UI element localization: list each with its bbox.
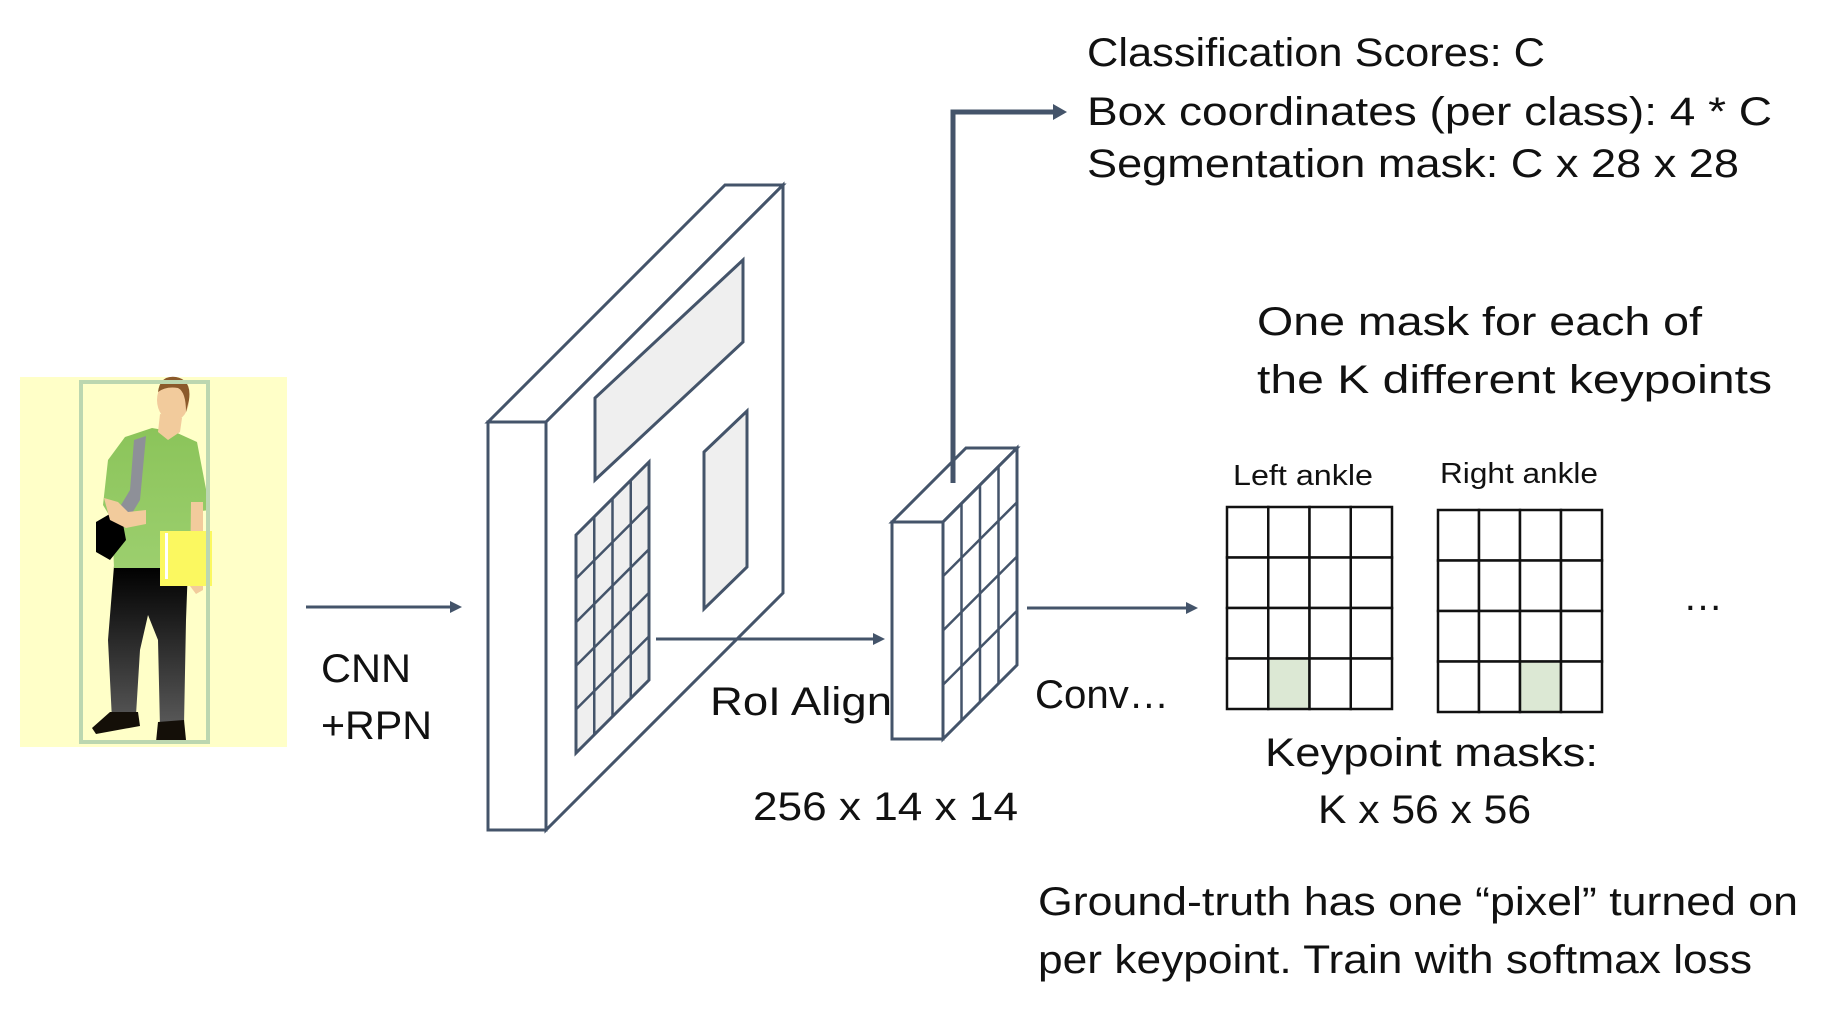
keypoint-cell [1225, 556, 1270, 610]
keypoint-cell [1308, 657, 1352, 711]
conv-label: Conv… [1035, 673, 1169, 717]
keypoint-masks-size: K x 56 x 56 [1318, 788, 1531, 832]
keypoint-cell [1308, 606, 1352, 660]
ground-truth-note-line2: per keypoint. Train with softmax loss [1038, 938, 1752, 982]
left-arm [104, 498, 146, 528]
roi-grid-row-line [575, 635, 650, 711]
person-illustration [92, 376, 212, 742]
arrow-roi-align [656, 633, 885, 645]
yellow-folder [160, 531, 212, 586]
roi-grid [574, 458, 651, 757]
arrow-to-box-heads [950, 104, 1067, 483]
keypoint-cell [1559, 609, 1604, 663]
roi-block-row-line [942, 609, 1018, 686]
right-shoe [156, 720, 186, 742]
keypoint-cell [1267, 505, 1311, 559]
keypoint-cell [1559, 559, 1604, 613]
feature-map-front-face [486, 420, 548, 832]
pants [108, 566, 188, 728]
keypoint-cell [1477, 508, 1522, 562]
keypoint-mask-left-ankle [1225, 505, 1394, 711]
keypoint-cell [1349, 505, 1394, 559]
arrow-to-backbone [306, 601, 462, 613]
keypoint-cell [1559, 660, 1604, 714]
region-proposal-2 [702, 407, 749, 613]
output-box-coordinates: Box coordinates (per class): 4 * C [1087, 90, 1772, 134]
left-ankle-label: Left ankle [1233, 460, 1373, 492]
keypoint-cell [1308, 505, 1352, 559]
keypoint-cell [1436, 609, 1481, 663]
feature-map-block [484, 181, 787, 834]
roi-grid-row-line [575, 504, 650, 580]
right-ankle-label: Right ankle [1440, 458, 1598, 490]
keypoint-cell [1518, 559, 1563, 613]
keypoint-masks-label: Keypoint masks: [1265, 731, 1598, 775]
keypoint-cell [1267, 556, 1311, 610]
keypoint-cell [1518, 508, 1563, 562]
left-shoe [92, 712, 140, 734]
neck [158, 414, 182, 440]
keypoint-cell [1225, 505, 1270, 559]
box-head-outputs: Classification Scores: C Box coordinates… [1087, 31, 1772, 186]
hair [158, 376, 190, 412]
keypoint-cell [1267, 606, 1311, 660]
input-image [20, 376, 287, 747]
roi-block-row-line [942, 501, 1018, 578]
ground-truth-note-line1: Ground-truth has one “pixel” turned on [1038, 880, 1798, 924]
output-segmentation-mask: Segmentation mask: C x 28 x 28 [1087, 142, 1739, 186]
keypoint-cell [1225, 657, 1270, 711]
keypoint-cell [1349, 657, 1394, 711]
roi-block-row-line [942, 555, 1018, 632]
keypoint-mask-right-ankle [1436, 508, 1604, 714]
output-classification: Classification Scores: C [1087, 31, 1545, 75]
backbone-label-line2: +RPN [321, 704, 432, 748]
arrow-conv [1027, 602, 1198, 614]
keypoint-cell [1225, 606, 1270, 660]
more-keypoints-ellipsis: … [1683, 575, 1723, 619]
keypoint-cell [1518, 609, 1563, 663]
bounding-box [79, 380, 210, 744]
keypoint-cell [1436, 508, 1481, 562]
keypoint-cell-on [1518, 660, 1563, 714]
keypoint-cell [1436, 660, 1481, 714]
keypoint-note-line1: One mask for each of [1257, 300, 1703, 344]
keypoint-note-line2: the K different keypoints [1257, 358, 1772, 402]
keypoint-cell [1349, 606, 1394, 660]
region-proposal-1 [593, 256, 745, 484]
keypoint-cell-on [1267, 657, 1311, 711]
roi-align-label: RoI Align [710, 680, 892, 724]
roi-grid-row-line [575, 591, 650, 667]
folder-highlight [165, 533, 168, 579]
backbone-label-line1: CNN [321, 647, 411, 691]
roi-feature-size-label: 256 x 14 x 14 [753, 785, 1018, 829]
keypoint-cell [1477, 609, 1522, 663]
roi-feature-block [888, 444, 1021, 743]
keypoint-cell [1349, 556, 1394, 610]
roi-block-front-face [890, 520, 945, 741]
keypoint-cell [1477, 559, 1522, 613]
roi-grid-row-line [575, 548, 650, 624]
keypoint-cell [1477, 660, 1522, 714]
keypoint-cell [1559, 508, 1604, 562]
keypoint-cell [1436, 559, 1481, 613]
keypoint-cell [1308, 556, 1352, 610]
